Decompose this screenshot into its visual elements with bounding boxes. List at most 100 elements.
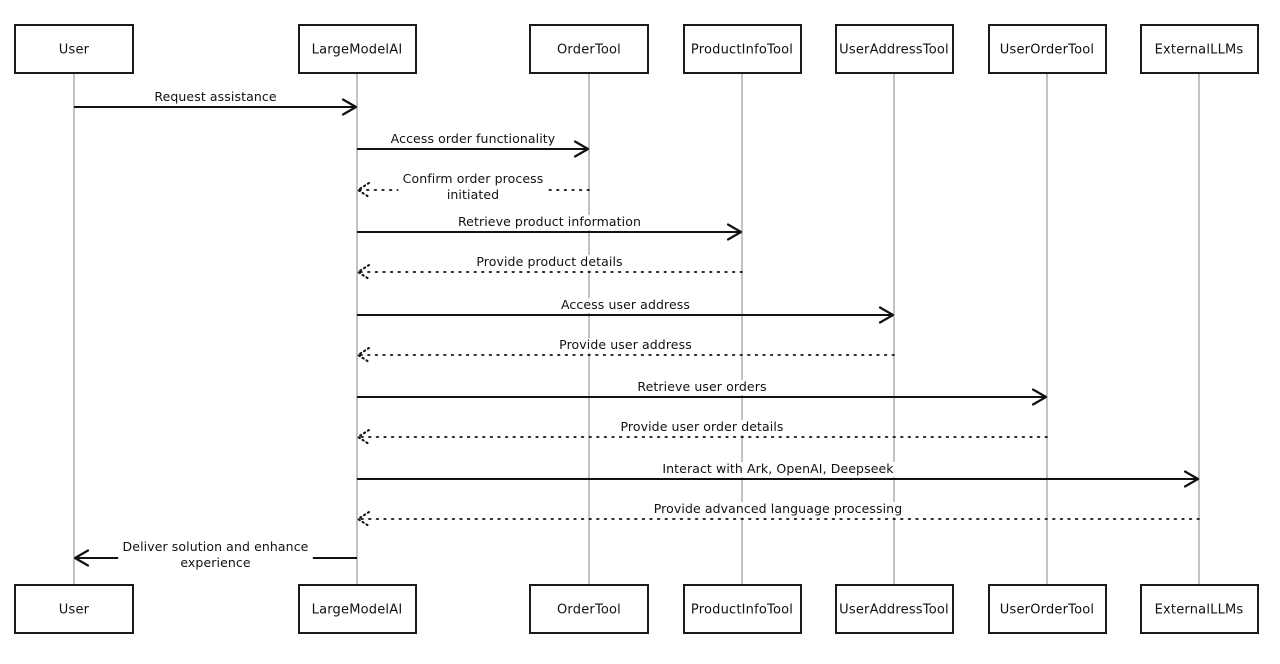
message-label-line: Interact with Ark, OpenAI, Deepseek: [662, 461, 894, 476]
message-arrowhead: [357, 511, 370, 527]
participant-box: [988, 24, 1107, 74]
participant-label: OrderTool: [557, 43, 621, 58]
message-label-line: Provide product details: [476, 254, 622, 269]
message-label-backdrop: [382, 132, 564, 147]
participant-label: UserAddressTool: [839, 603, 949, 618]
participant-label: LargeModelAI: [312, 43, 403, 58]
participant-ordertool-top[interactable]: OrderTool: [529, 24, 649, 74]
participant-box: [1140, 24, 1259, 74]
message-arrowhead: [1031, 388, 1048, 406]
message-label-backdrop: [630, 380, 774, 395]
message-label-backdrop: [554, 338, 697, 353]
participant-label: ProductInfoTool: [691, 43, 793, 58]
participant-label: UserOrderTool: [1000, 43, 1094, 58]
message-label: Provide user address: [559, 337, 692, 352]
participant-userordertool-top[interactable]: UserOrderTool: [988, 24, 1107, 74]
message-label-line: Deliver solution and enhance: [123, 539, 309, 554]
message-label-backdrop: [452, 215, 647, 230]
participant-userordertool-bottom[interactable]: UserOrderTool: [988, 584, 1107, 634]
message-label-backdrop: [398, 172, 548, 206]
participant-box: [14, 584, 134, 634]
message-label-backdrop: [150, 90, 281, 105]
participant-label: UserOrderTool: [1000, 603, 1094, 618]
message-7-useraddresstool-to-largemodelai[interactable]: Provide user address: [357, 337, 895, 363]
message-label-backdrop: [654, 502, 902, 517]
participant-box: [529, 24, 649, 74]
participant-user-top[interactable]: User: [14, 24, 134, 74]
participant-ordertool-bottom[interactable]: OrderTool: [529, 584, 649, 634]
message-arrowhead: [73, 549, 90, 567]
message-10-largemodelai-to-externalllms[interactable]: Interact with Ark, OpenAI, Deepseek: [357, 461, 1200, 488]
message-label: Retrieve product information: [458, 214, 641, 229]
participant-boxes-bottom: User LargeModelAI OrderTool ProductInfoTool…: [14, 584, 1259, 634]
message-label: Access user address: [561, 297, 690, 312]
participant-label: ExternalLLMs: [1155, 603, 1244, 618]
message-label-line: Retrieve product information: [458, 214, 641, 229]
lifelines-layer: [73, 73, 1200, 585]
message-label: Provide advanced language processing: [654, 501, 902, 516]
message-label-backdrop: [611, 420, 793, 435]
message-arrowhead: [357, 264, 370, 280]
message-label-line: Access user address: [561, 297, 690, 312]
message-label-line: experience: [180, 555, 250, 570]
message-label-backdrop: [118, 540, 313, 574]
message-label: Access order functionality: [391, 131, 556, 146]
participant-box: [298, 24, 417, 74]
message-2-largemodelai-to-ordertool[interactable]: Access order functionality: [357, 131, 590, 158]
message-4-largemodelai-to-productinfotool[interactable]: Retrieve product information: [357, 214, 743, 241]
message-label-line: Request assistance: [154, 89, 276, 104]
participant-label: ProductInfoTool: [691, 603, 793, 618]
message-5-productinfotool-to-largemodelai[interactable]: Provide product details: [357, 254, 743, 280]
message-label-line: Provide user order details: [620, 419, 783, 434]
message-label-backdrop: [468, 255, 631, 270]
participant-label: User: [59, 603, 90, 618]
participant-externalllms-top[interactable]: ExternalLLMs: [1140, 24, 1259, 74]
message-label-backdrop: [557, 298, 694, 313]
message-arrowhead: [726, 223, 743, 241]
message-label-line: Provide advanced language processing: [654, 501, 902, 516]
participant-box: [529, 584, 649, 634]
participant-externalllms-bottom[interactable]: ExternalLLMs: [1140, 584, 1259, 634]
message-label-line: Retrieve user orders: [637, 379, 766, 394]
participant-box: [835, 584, 954, 634]
message-arrowhead: [1183, 470, 1200, 488]
participant-boxes-top: User LargeModelAI OrderTool ProductInfoTool…: [14, 24, 1259, 74]
message-arrowhead: [357, 429, 370, 445]
participant-label: ExternalLLMs: [1155, 43, 1244, 58]
participant-useraddresstool-top[interactable]: UserAddressTool: [835, 24, 954, 74]
message-8-largemodelai-to-userordertool[interactable]: Retrieve user orders: [357, 379, 1048, 406]
message-label-backdrop: [658, 462, 898, 477]
message-arrowhead: [341, 98, 358, 116]
participant-useraddresstool-bottom[interactable]: UserAddressTool: [835, 584, 954, 634]
participant-productinfotool-bottom[interactable]: ProductInfoTool: [683, 584, 802, 634]
message-label-line: Confirm order process: [403, 171, 544, 186]
participant-box: [14, 24, 134, 74]
message-label: Retrieve user orders: [637, 379, 766, 394]
message-6-largemodelai-to-useraddresstool[interactable]: Access user address: [357, 297, 895, 324]
participant-largemodelai-bottom[interactable]: LargeModelAI: [298, 584, 417, 634]
message-label: Interact with Ark, OpenAI, Deepseek: [662, 461, 894, 476]
participant-productinfotool-top[interactable]: ProductInfoTool: [683, 24, 802, 74]
message-11-externalllms-to-largemodelai[interactable]: Provide advanced language processing: [357, 501, 1200, 527]
message-arrowhead: [573, 140, 590, 158]
message-arrowhead: [357, 182, 370, 198]
participant-box: [988, 584, 1107, 634]
participant-largemodelai-top[interactable]: LargeModelAI: [298, 24, 417, 74]
participant-user-bottom[interactable]: User: [14, 584, 134, 634]
message-9-userordertool-to-largemodelai[interactable]: Provide user order details: [357, 419, 1048, 445]
participant-label: OrderTool: [557, 603, 621, 618]
message-label-line: Access order functionality: [391, 131, 556, 146]
message-label-line: Provide user address: [559, 337, 692, 352]
message-label: Provide user order details: [620, 419, 783, 434]
participant-box: [1140, 584, 1259, 634]
message-1-user-to-largemodelai[interactable]: Request assistance: [74, 89, 358, 116]
message-arrowhead: [878, 306, 895, 324]
participant-box: [835, 24, 954, 74]
message-label: Request assistance: [154, 89, 276, 104]
